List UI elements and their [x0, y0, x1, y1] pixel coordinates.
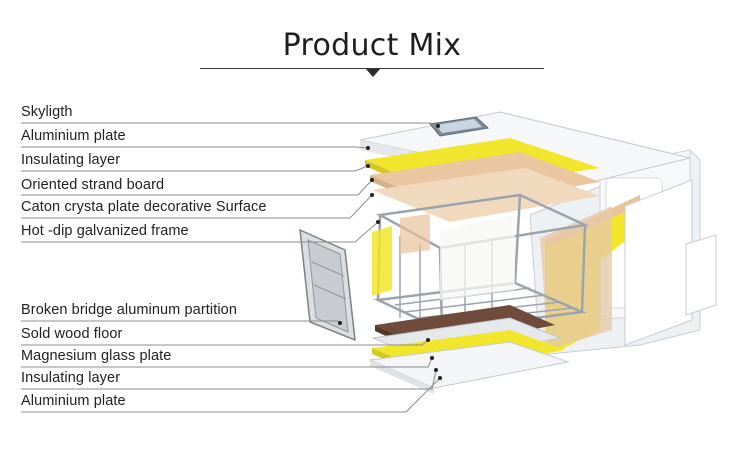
label-aluminum-partition: Broken bridge aluminum partition: [21, 302, 237, 318]
label-roof-aluminium-plate: Aluminium plate: [21, 128, 126, 144]
label-wood-floor: Sold wood floor: [21, 326, 123, 342]
label-roof-insulating-layer: Insulating layer: [21, 152, 121, 168]
label-floor-aluminium-plate: Aluminium plate: [21, 393, 126, 409]
label-skylight: Skyligth: [21, 104, 73, 120]
aluminum-partition-panel: [299, 228, 356, 342]
title-divider: [200, 68, 544, 69]
label-floor-insulating-layer: Insulating layer: [21, 370, 121, 386]
leader-dots: [338, 124, 442, 380]
label-magnesium-glass-plate: Magnesium glass plate: [21, 348, 172, 364]
label-galvanized-frame: Hot -dip galvanized frame: [21, 223, 189, 239]
frame-osb-strip: [400, 214, 430, 254]
frame-insulation-strip: [372, 226, 392, 296]
floor-layers: [368, 305, 570, 394]
label-oriented-strand-board: Oriented strand board: [21, 177, 165, 193]
door-panels: [624, 179, 717, 346]
page-title: Product Mix: [282, 28, 462, 63]
label-decorative-surface: Caton crysta plate decorative Surface: [21, 199, 267, 215]
title-marker-triangle: [366, 69, 380, 77]
interior-wall: [440, 215, 515, 300]
